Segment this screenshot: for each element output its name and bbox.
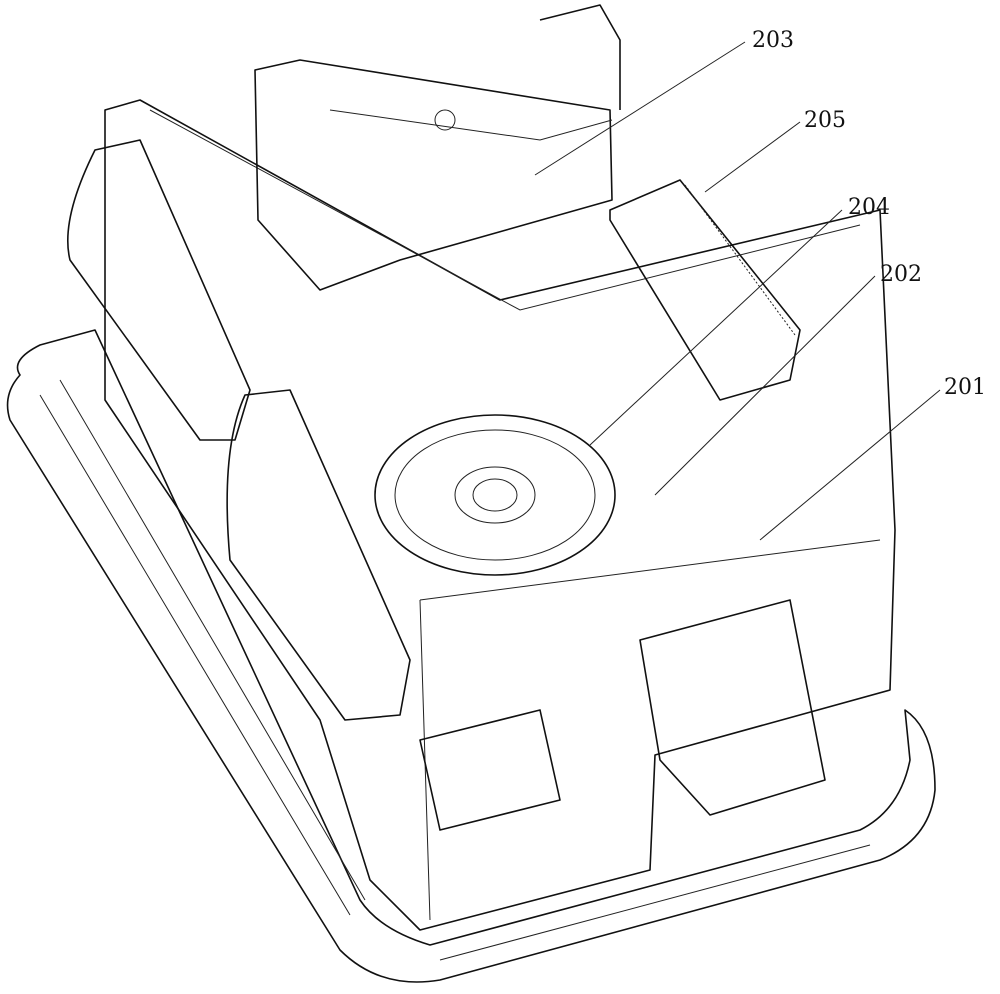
label-203: 203 xyxy=(752,28,794,53)
leader-202 xyxy=(655,276,875,495)
leader-201 xyxy=(760,390,940,540)
label-202: 202 xyxy=(880,262,922,287)
circuit-board xyxy=(420,600,825,830)
leader-203 xyxy=(535,42,745,175)
side-panels xyxy=(68,140,410,720)
label-205: 205 xyxy=(804,108,846,133)
top-module xyxy=(255,5,620,290)
base-tray xyxy=(8,330,935,982)
leader-205 xyxy=(705,122,800,192)
label-204: 204 xyxy=(848,195,890,220)
leader-204 xyxy=(590,210,842,445)
label-201: 201 xyxy=(944,375,986,400)
rotary-disc xyxy=(375,415,615,575)
main-housing xyxy=(105,100,895,930)
heat-sink xyxy=(610,180,800,400)
